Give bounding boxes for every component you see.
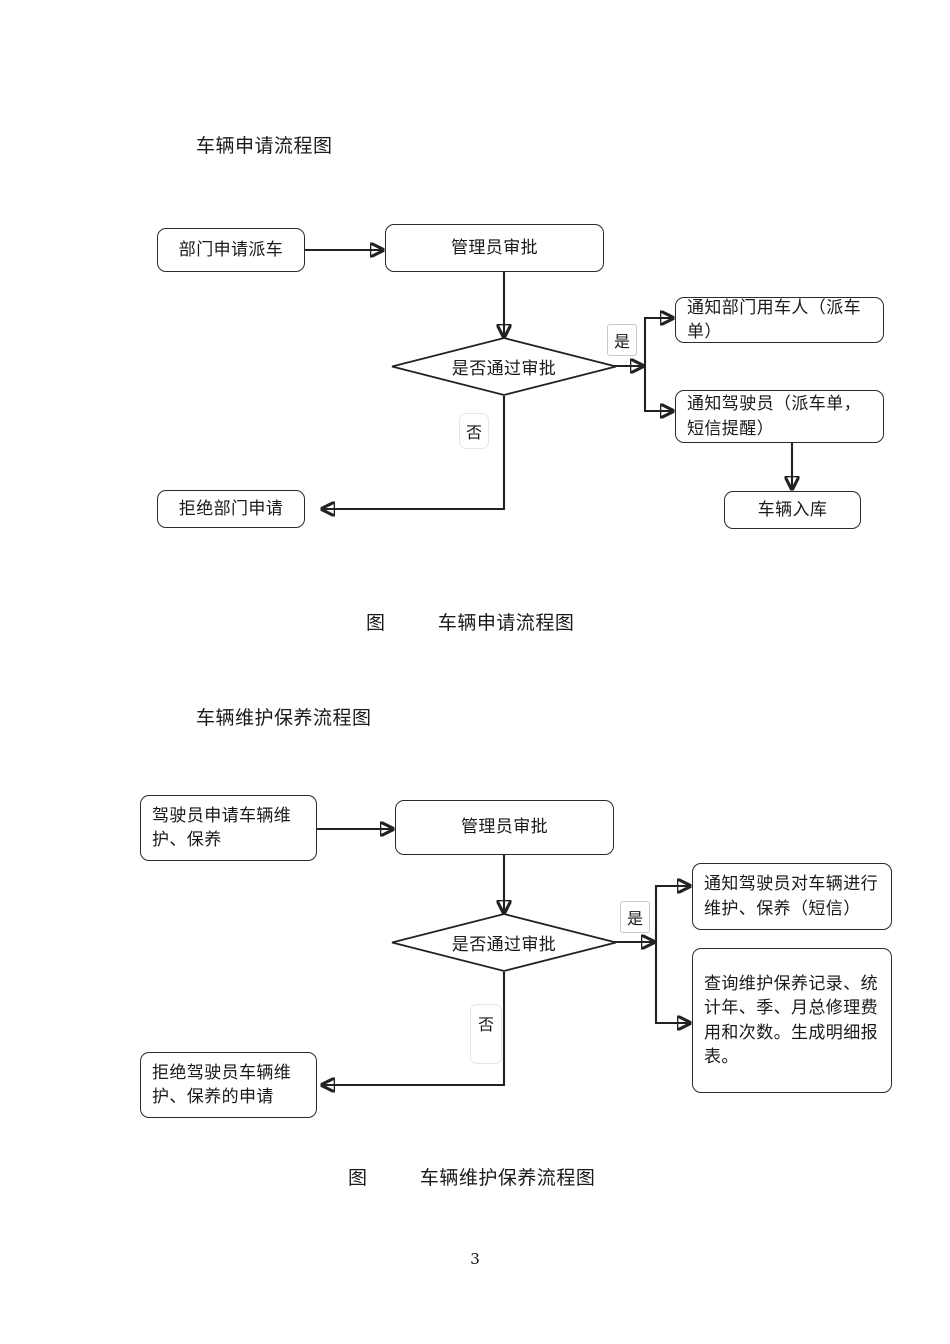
- node-reject-driver-maintenance[interactable]: 拒绝驾驶员车辆维护、保养的申请: [140, 1052, 317, 1118]
- section-2-heading: 车辆维护保养流程图: [196, 707, 372, 729]
- node-label: 管理员审批: [461, 817, 548, 838]
- edge-label-yes-1: 是: [607, 324, 637, 356]
- edge-label-text: 否: [477, 1015, 494, 1034]
- edge-label-no-2: 否: [470, 1004, 502, 1064]
- node-driver-apply-maintenance[interactable]: 驾驶员申请车辆维护、保养: [140, 795, 317, 861]
- decision-pass-approval-1[interactable]: 是否通过审批: [391, 337, 617, 396]
- node-label: 通知驾驶员（派车单，短信提醒）: [687, 394, 861, 439]
- node-label: 查询维护保养记录、统计年、季、月总修理费用和次数。生成明细报表。: [704, 974, 878, 1067]
- edge-label-text: 否: [465, 423, 482, 442]
- decision-pass-approval-2[interactable]: 是否通过审批: [391, 913, 617, 972]
- node-label: 驾驶员申请车辆维护、保养: [152, 805, 292, 850]
- edge-label-yes-2: 是: [620, 901, 650, 933]
- node-notify-driver-maintenance[interactable]: 通知驾驶员对车辆进行维护、保养（短信）: [692, 863, 892, 930]
- node-department-apply-vehicle[interactable]: 部门申请派车: [157, 228, 305, 272]
- node-label: 部门申请派车: [178, 239, 284, 260]
- node-label: 通知驾驶员对车辆进行维护、保养（短信）: [704, 874, 878, 919]
- node-query-maintenance-report[interactable]: 查询维护保养记录、统计年、季、月总修理费用和次数。生成明细报表。: [692, 948, 892, 1093]
- node-notify-driver-1[interactable]: 通知驾驶员（派车单，短信提醒）: [675, 390, 884, 443]
- node-reject-department-application[interactable]: 拒绝部门申请: [157, 490, 305, 528]
- node-vehicle-checkin[interactable]: 车辆入库: [724, 491, 861, 529]
- edge-label-text: 是: [626, 909, 643, 928]
- node-label: 通知部门用车人（派车单）: [687, 297, 861, 342]
- node-label: 拒绝驾驶员车辆维护、保养的申请: [152, 1062, 292, 1107]
- node-notify-department-user[interactable]: 通知部门用车人（派车单）: [675, 297, 884, 343]
- node-label: 车辆入库: [757, 499, 828, 520]
- figure-caption-2: 图 车辆维护保养流程图: [348, 1167, 596, 1189]
- edge-label-no-1: 否: [459, 413, 489, 449]
- section-1-heading: 车辆申请流程图: [196, 135, 333, 157]
- node-label: 管理员审批: [451, 237, 538, 258]
- node-admin-approval-2[interactable]: 管理员审批: [395, 800, 614, 855]
- figure-caption-1: 图 车辆申请流程图: [366, 612, 575, 634]
- page-number: 3: [470, 1250, 480, 1268]
- edge-label-text: 是: [613, 332, 630, 351]
- node-label: 拒绝部门申请: [178, 498, 284, 519]
- node-admin-approval-1[interactable]: 管理员审批: [385, 224, 604, 272]
